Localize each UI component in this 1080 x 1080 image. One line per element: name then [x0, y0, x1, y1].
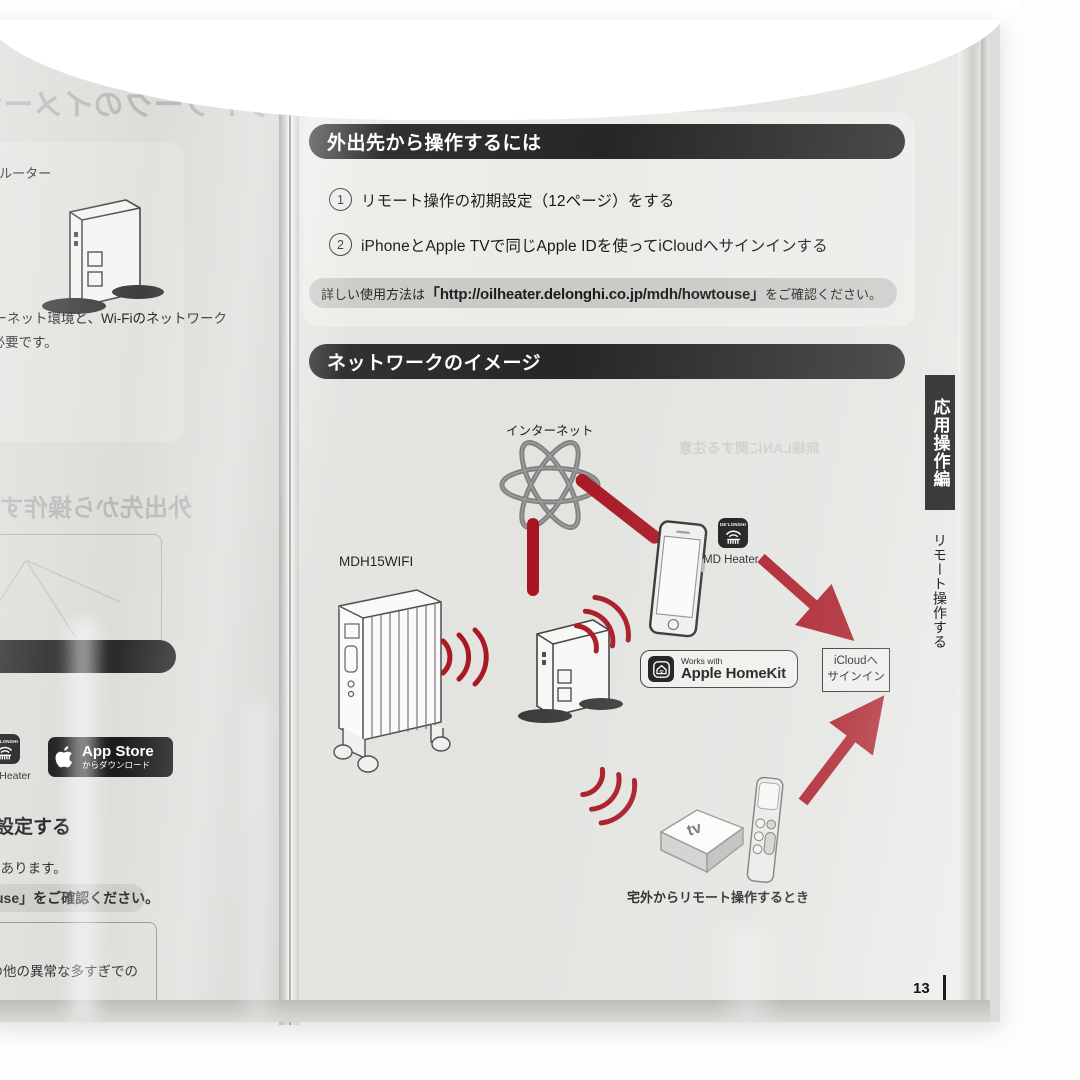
left-ghost-heading2: 外出先から操作する	[0, 495, 192, 522]
arrow-phone-to-icloud	[757, 553, 855, 642]
url-note-suffix: をご確認ください。	[764, 286, 882, 302]
step-text-2: iPhoneとApple TVで同じApple IDを使ってiCloudへサイン…	[361, 237, 828, 255]
left-app-icon-label: MD Heater	[0, 770, 31, 782]
internet-label: インターネット	[506, 424, 594, 438]
apple-logo-icon	[55, 746, 73, 768]
network-diagram: インターネット MDH15WIFI	[305, 392, 905, 982]
left-body-line3: けてあります。	[0, 861, 67, 876]
step-text-1: リモート操作の初期設定（12ページ）をする	[361, 192, 675, 210]
left-body-line1: ターネット環境と、Wi-Fiのネットワーク	[0, 311, 227, 326]
icloud-signin-box: iCloudへ サインイン	[822, 648, 890, 692]
book-bottom-edge	[0, 1000, 990, 1022]
heater-label: MDH15WIFI	[339, 554, 414, 569]
arrow-appletv-to-icloud	[798, 695, 885, 806]
left-subheading: 期設定する	[0, 817, 72, 838]
step-row-2: 2 iPhoneとApple TVで同じApple IDを使ってiCloudへサ…	[329, 233, 828, 256]
section2-heading-bar: ネットワークのイメージ	[309, 344, 905, 379]
app-store-subtitle: からダウンロード	[82, 760, 151, 771]
arrow-internet-to-router	[527, 518, 539, 596]
app-store-title: App Store	[82, 743, 154, 761]
apple-homekit-badge: Works with Apple HomeKit	[640, 650, 798, 688]
app-store-badge[interactable]: App Store からダウンロード	[48, 737, 173, 777]
apple-tv-remote-illustration	[746, 776, 784, 884]
section1-heading-text: 外出先から操作するには	[327, 133, 542, 154]
homekit-line2: Apple HomeKit	[681, 664, 786, 682]
chapter-tab-label: 応用操作編	[930, 397, 950, 488]
step-number-1: 1	[329, 188, 352, 211]
section1-heading-bar: 外出先から操作するには	[309, 124, 905, 159]
left-md-heater-app-icon: DE'LONGHI	[0, 734, 20, 764]
wifi-radiator-glyph	[725, 530, 741, 544]
left-section-bar	[0, 640, 176, 673]
wifi-radiator-glyph	[0, 746, 13, 759]
step-row-1: 1 リモート操作の初期設定（12ページ）をする	[329, 188, 675, 211]
wifi-arcs-heater-router	[440, 627, 489, 687]
showthrough-heading: 無線LANに関する注意	[679, 440, 820, 456]
section-tab: リモート操作する	[925, 523, 955, 658]
page-number-rule	[943, 975, 946, 1009]
left-body-line2: が必要です。	[0, 335, 58, 350]
right-page-content: リモート操作する 外出先から操作するには 1 リモート操作の初期設定（12ページ…	[287, 20, 963, 1022]
left-app-icon-brand: DE'LONGHI	[0, 738, 19, 744]
page-edge-block	[958, 24, 984, 1022]
md-heater-app-icon[interactable]: DE'LONGHI	[718, 518, 748, 548]
url-note-band: 詳しい使用方法は 「http://oilheater.delonghi.co.j…	[309, 278, 897, 308]
left-url-tail: vtouse」をご確認ください。	[0, 890, 160, 906]
wifi-arcs-router-phone	[573, 594, 631, 654]
section2-heading-text: ネットワークのイメージ	[327, 353, 542, 374]
book-spine-line	[289, 40, 291, 1025]
homekit-house-icon	[648, 656, 674, 682]
chapter-tab: 応用操作編	[925, 375, 955, 510]
left-page-content: ネットワークのイメージ -Fiルーター ターネット環境と、Wi-Fiのネットワー…	[0, 22, 290, 1022]
icloud-line2: サインイン	[827, 671, 885, 683]
left-ghost-chart	[0, 558, 121, 639]
iphone-illustration	[648, 520, 708, 638]
left-body-line4: その他の異常な多すぎでの	[0, 964, 138, 979]
wifi-arcs-router-appletv	[580, 766, 638, 826]
step-number-2: 2	[329, 233, 352, 256]
page-edge-shadow	[981, 24, 989, 1022]
url-note-prefix: 詳しい使用方法は	[321, 286, 426, 302]
apple-tv-caption: 宅外からリモート操作するとき	[627, 890, 810, 905]
left-router-illustration	[42, 199, 164, 314]
icloud-line1: iCloudへ	[833, 655, 879, 668]
app-icon-brand: DE'LONGHI	[719, 521, 747, 527]
app-icon-label: MD Heater	[703, 554, 759, 566]
section-tab-label: リモート操作する	[932, 532, 948, 649]
left-router-label: -Fiルーター	[0, 166, 52, 181]
page-number: 13	[913, 980, 930, 997]
url-note-link[interactable]: 「http://oilheater.delonghi.co.jp/mdh/how…	[425, 285, 765, 303]
